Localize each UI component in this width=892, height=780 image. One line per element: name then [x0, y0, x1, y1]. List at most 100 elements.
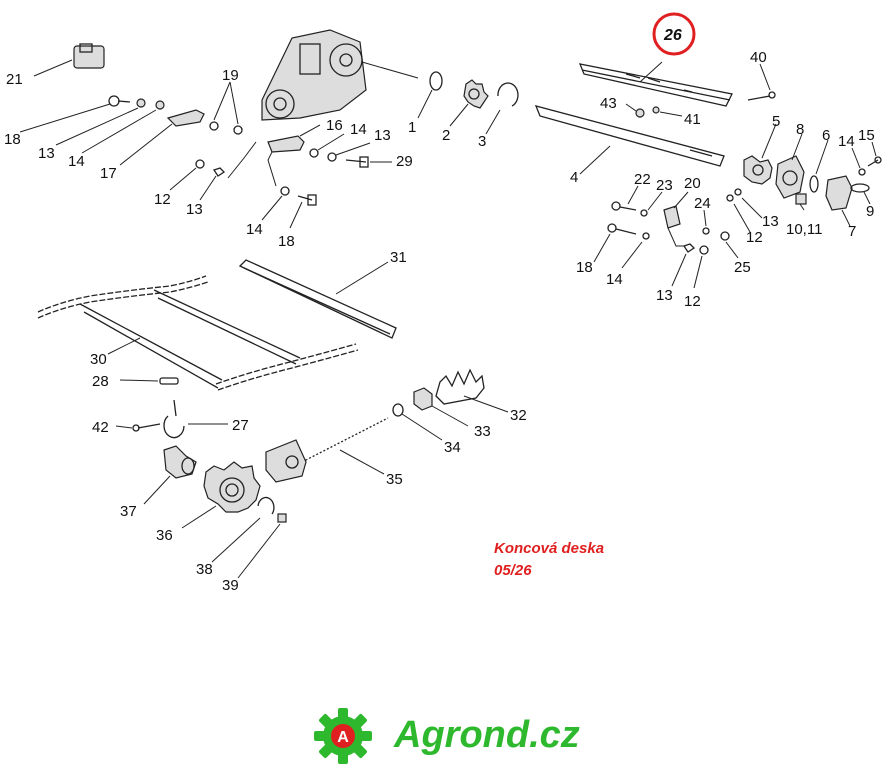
nut-12c: [699, 245, 709, 255]
label-5: 5: [772, 113, 780, 130]
label-14: 14: [68, 153, 85, 170]
label-41: 41: [684, 111, 701, 128]
screw-15: [867, 156, 882, 167]
label-21: 21: [6, 71, 23, 88]
nut-25a: [720, 231, 730, 241]
sprocket-36: [203, 461, 261, 513]
label-14: 14: [350, 121, 367, 138]
washer-13d-b: [734, 188, 742, 196]
slat-31: [238, 259, 397, 339]
label-43: 43: [600, 95, 617, 112]
label-18: 18: [278, 233, 295, 250]
bracket-37: [163, 445, 197, 479]
circlip-38: [257, 496, 275, 515]
label-28: 28: [92, 373, 109, 390]
washer-14e: [642, 232, 650, 240]
label-17: 17: [100, 165, 117, 182]
label-8: 8: [796, 121, 804, 138]
nut-41: [652, 106, 660, 114]
label-26: 26: [663, 27, 682, 44]
washer-13d: [726, 194, 734, 202]
nut-12a: [195, 159, 205, 169]
link-28: [159, 377, 179, 385]
bracket-16: [267, 135, 305, 153]
label-12: 12: [154, 191, 171, 208]
label-13: 13: [38, 145, 55, 162]
washer-19a: [209, 121, 219, 131]
circlip-3: [497, 82, 519, 107]
brand-name: Agrond.cz: [394, 714, 580, 756]
label-18: 18: [4, 131, 21, 148]
bolt-22: [611, 201, 637, 211]
label-7: 7: [848, 223, 856, 240]
label-24: 24: [694, 195, 711, 212]
washer-34: [392, 403, 404, 417]
label-39: 39: [222, 577, 239, 594]
brand-logo[interactable]: A Agrond.cz: [312, 706, 612, 766]
label-38: 38: [196, 561, 213, 578]
label-14: 14: [246, 221, 263, 238]
pin-42: [132, 423, 161, 432]
nipple-9: [850, 183, 870, 193]
label-25: 25: [734, 259, 751, 276]
label-33: 33: [474, 423, 491, 440]
washer-14b: [309, 148, 319, 158]
bracket-21: [73, 43, 105, 69]
label-4: 4: [570, 169, 578, 186]
label-1: 1: [408, 119, 416, 136]
label-14: 14: [606, 271, 623, 288]
gear-icon: A: [314, 708, 372, 764]
block-10-11: [795, 193, 807, 205]
bolt-18b: [297, 194, 317, 206]
nut-33: [413, 387, 433, 411]
bearing-8: [775, 155, 805, 199]
label-13: 13: [374, 127, 391, 144]
washer-14d: [858, 168, 866, 176]
label-20: 20: [684, 175, 701, 192]
label-16: 16: [326, 117, 343, 134]
washer-13: [136, 98, 146, 108]
label-31: 31: [390, 249, 407, 266]
note: Koncová deska 05/26: [494, 538, 604, 582]
gearbox: [261, 29, 367, 121]
plate-20: [663, 205, 681, 229]
label-23: 23: [656, 177, 673, 194]
washer-14c: [280, 186, 290, 196]
plate-17: [166, 109, 205, 127]
screw-40: [747, 91, 776, 101]
label-2: 2: [442, 127, 450, 144]
label-37: 37: [120, 503, 137, 520]
chain-30: [37, 275, 359, 391]
label-34: 34: [444, 439, 461, 456]
washer-13c: [212, 167, 226, 177]
threaded-rod-35: [265, 417, 389, 483]
logo-letter: A: [337, 729, 349, 746]
label-15: 15: [858, 127, 875, 144]
washer-19b: [233, 125, 243, 135]
bolt-18c: [607, 223, 637, 235]
label-18: 18: [576, 259, 593, 276]
sprocket-2: [463, 79, 489, 109]
washer-23: [640, 209, 648, 217]
label-29: 29: [396, 153, 413, 170]
highlight-circle-26: [652, 12, 696, 56]
washer-13b: [327, 152, 337, 162]
washer-43: [635, 108, 645, 118]
label-19: 19: [222, 67, 239, 84]
ring-6: [809, 175, 819, 193]
nut-14: [155, 100, 165, 110]
bolt-18-top: [108, 95, 131, 107]
label-22: 22: [634, 171, 651, 188]
label-12: 12: [746, 229, 763, 246]
label-12: 12: [684, 293, 701, 310]
label-13: 13: [186, 201, 203, 218]
nipple-39: [277, 513, 287, 523]
washer-13e: [682, 243, 696, 253]
label-6: 6: [822, 127, 830, 144]
label-36: 36: [156, 527, 173, 544]
label-32: 32: [510, 407, 527, 424]
label-9: 9: [866, 203, 874, 220]
label-14: 14: [838, 133, 855, 150]
label-3: 3: [478, 133, 486, 150]
